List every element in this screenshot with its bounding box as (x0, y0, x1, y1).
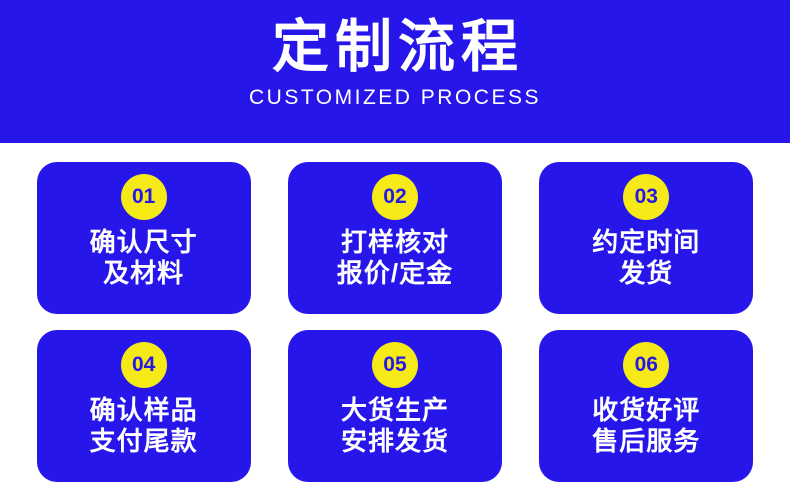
step-number-badge: 05 (371, 341, 418, 388)
step-label: 收货好评 售后服务 (592, 394, 701, 456)
step-cell-2: 02 打样核对 报价/定金 (269, 158, 520, 326)
step-number-badge: 06 (623, 341, 670, 388)
step-label: 约定时间 发货 (592, 227, 701, 289)
step-card-04[interactable]: 04 确认样品 支付尾款 (36, 329, 251, 482)
step-number-badge: 02 (371, 174, 418, 220)
step-cell-6: 06 收货好评 售后服务 (521, 326, 772, 494)
step-label: 大货生产 安排发货 (340, 394, 449, 456)
header-banner: 定制流程 CUSTOMIZED PROCESS (0, 0, 790, 143)
step-card-02[interactable]: 02 打样核对 报价/定金 (287, 162, 502, 314)
page-title: 定制流程 (272, 15, 524, 79)
page-subtitle: CUSTOMIZED PROCESS (249, 85, 541, 109)
step-cell-3: 03 约定时间 发货 (521, 158, 772, 326)
step-card-05[interactable]: 05 大货生产 安排发货 (287, 329, 502, 482)
step-number-badge: 03 (623, 174, 670, 220)
step-card-03[interactable]: 03 约定时间 发货 (539, 162, 754, 314)
step-number-badge: 04 (120, 341, 167, 388)
step-card-01[interactable]: 01 确认尺寸 及材料 (36, 162, 251, 314)
step-label: 打样核对 报价/定金 (336, 227, 454, 289)
steps-grid: 01 确认尺寸 及材料 02 打样核对 报价/定金 03 约定时间 发货 04 … (0, 143, 790, 503)
step-card-06[interactable]: 06 收货好评 售后服务 (539, 329, 754, 482)
step-label: 确认样品 支付尾款 (89, 394, 198, 456)
step-cell-1: 01 确认尺寸 及材料 (18, 158, 269, 326)
step-number-badge: 01 (120, 174, 167, 220)
step-cell-4: 04 确认样品 支付尾款 (18, 326, 269, 494)
step-cell-5: 05 大货生产 安排发货 (269, 326, 520, 494)
step-label: 确认尺寸 及材料 (89, 227, 198, 289)
